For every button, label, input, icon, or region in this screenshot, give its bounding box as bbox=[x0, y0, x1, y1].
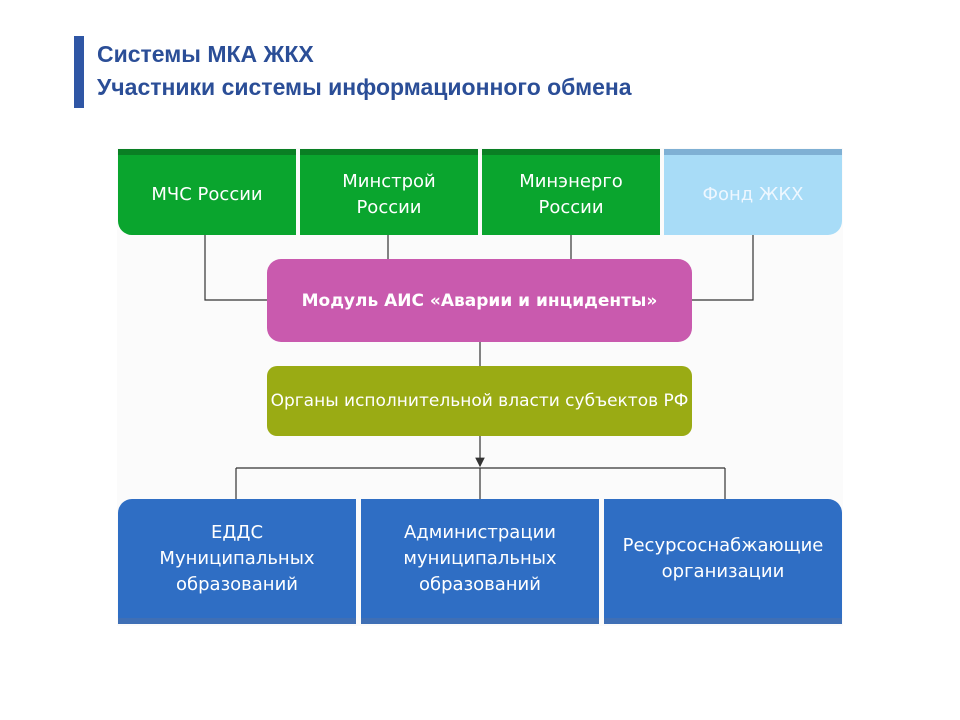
node-regional-authorities-label: Органы исполнительной власти субъектов Р… bbox=[270, 391, 689, 411]
node-edds: ЕДДС Муниципальных образований bbox=[118, 499, 356, 624]
node-minenergo: Минэнерго России bbox=[482, 149, 660, 235]
node-ais-module: Модуль АИС «Аварии и инциденты» bbox=[267, 259, 692, 342]
node-regional-authorities: Органы исполнительной власти субъектов Р… bbox=[267, 366, 692, 436]
node-minstroy: Минстрой России bbox=[300, 149, 478, 235]
node-edds-label: ЕДДС Муниципальных образований bbox=[159, 521, 315, 595]
title-accent-bar bbox=[74, 36, 84, 108]
node-fund-label: Фонд ЖКХ bbox=[702, 184, 804, 205]
node-resource-suppliers: Ресурсоснабжающие организации bbox=[604, 499, 842, 624]
node-ais-module-label: Модуль АИС «Аварии и инциденты» bbox=[301, 290, 658, 311]
node-municipal-admin-label: Администрации муниципальных образований bbox=[403, 521, 557, 595]
node-fund: Фонд ЖКХ bbox=[664, 149, 842, 235]
node-minstroy-label: Минстрой России bbox=[342, 171, 436, 218]
node-mchs-label: МЧС России bbox=[151, 184, 263, 205]
node-resource-suppliers-label: Ресурсоснабжающие организации bbox=[622, 534, 824, 582]
node-municipal-admin: Администрации муниципальных образований bbox=[361, 499, 599, 624]
node-mchs: МЧС России bbox=[118, 149, 296, 235]
title-line-1: Системы МКА ЖКХ bbox=[97, 41, 314, 67]
page-title: Системы МКА ЖКХ Участники системы информ… bbox=[97, 38, 632, 104]
title-line-2: Участники системы информационного обмена bbox=[97, 74, 632, 100]
node-minenergo-label: Минэнерго России bbox=[519, 171, 623, 218]
